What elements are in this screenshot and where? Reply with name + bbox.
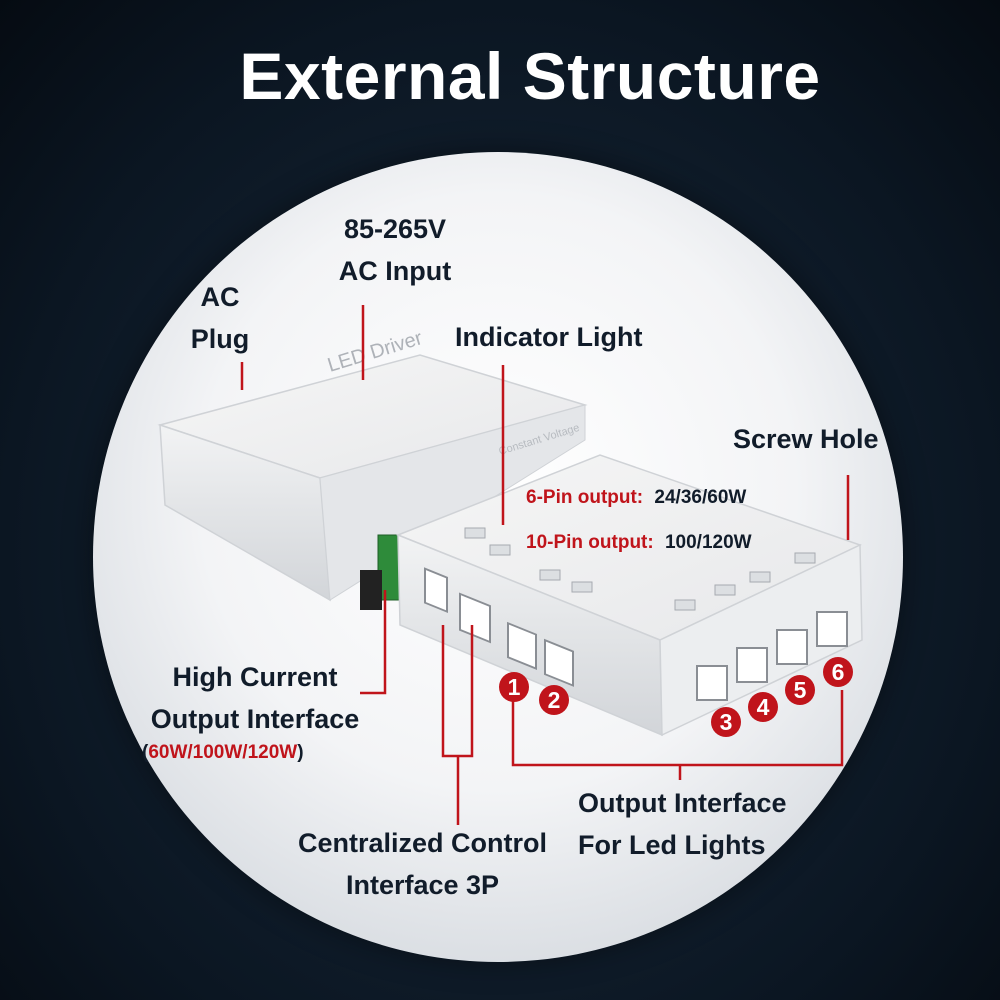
- output-leader: [511, 690, 844, 767]
- centralized-line1: Centralized Control: [297, 828, 547, 858]
- watts-open-paren: (: [142, 742, 149, 763]
- port-2: [544, 638, 574, 687]
- spec-10pin-value: 100/120W: [664, 532, 752, 553]
- spec-6pin: 6-Pin output: 24/36/60W: [526, 487, 746, 509]
- indicator-light-label: Indicator Light: [455, 322, 643, 352]
- high-current-leader: [360, 590, 387, 695]
- port-number-2: 2: [547, 687, 561, 713]
- ac-plug-line1: AC: [200, 282, 240, 312]
- port-3p-b: [459, 592, 491, 644]
- spec-6pin-key: 6-Pin output:: [526, 487, 644, 508]
- port-3p-a: [424, 567, 448, 614]
- port-number-6: 6: [831, 659, 845, 685]
- ac-plug-line2: Plug: [190, 324, 250, 354]
- port-3: [696, 665, 728, 701]
- high-current-line2: Output Interface: [150, 704, 360, 734]
- port-number-1: 1: [507, 674, 521, 700]
- ac-input-voltage: 85-265V: [343, 214, 447, 244]
- ac-input-text: AC Input: [338, 256, 452, 286]
- high-current-label: High Current Output Interface: [140, 656, 370, 740]
- high-current-watts: (60W/100W/120W): [142, 742, 304, 764]
- screw-hole-label: Screw Hole: [733, 424, 879, 454]
- centralized-line2: Interface 3P: [345, 870, 500, 900]
- high-current-line1: High Current: [172, 662, 338, 692]
- spec-10pin-key: 10-Pin output:: [526, 532, 654, 553]
- output-line2: For Led Lights: [578, 830, 766, 860]
- port-number-3: 3: [719, 709, 733, 735]
- port-1: [507, 621, 537, 670]
- page-title: External Structure: [239, 39, 821, 113]
- port-number-5: 5: [793, 677, 807, 703]
- watts-close-paren: ): [297, 742, 304, 763]
- port-number-4: 4: [756, 694, 770, 720]
- output-interface-label: Output Interface For Led Lights: [578, 782, 787, 866]
- ac-plug-label: AC Plug: [175, 276, 265, 360]
- output-line1: Output Interface: [578, 788, 787, 818]
- port-5: [776, 629, 808, 665]
- ac-plug-socket: [360, 570, 382, 610]
- port-4: [736, 647, 768, 683]
- watts-values: 60W/100W/120W: [148, 742, 298, 763]
- spec-6pin-value: 24/36/60W: [654, 487, 747, 508]
- spec-10pin: 10-Pin output: 100/120W: [526, 532, 752, 554]
- port-6: [816, 611, 848, 647]
- ac-input-label: 85-265V AC Input: [300, 208, 490, 292]
- centralized-control-label: Centralized Control Interface 3P: [285, 822, 560, 906]
